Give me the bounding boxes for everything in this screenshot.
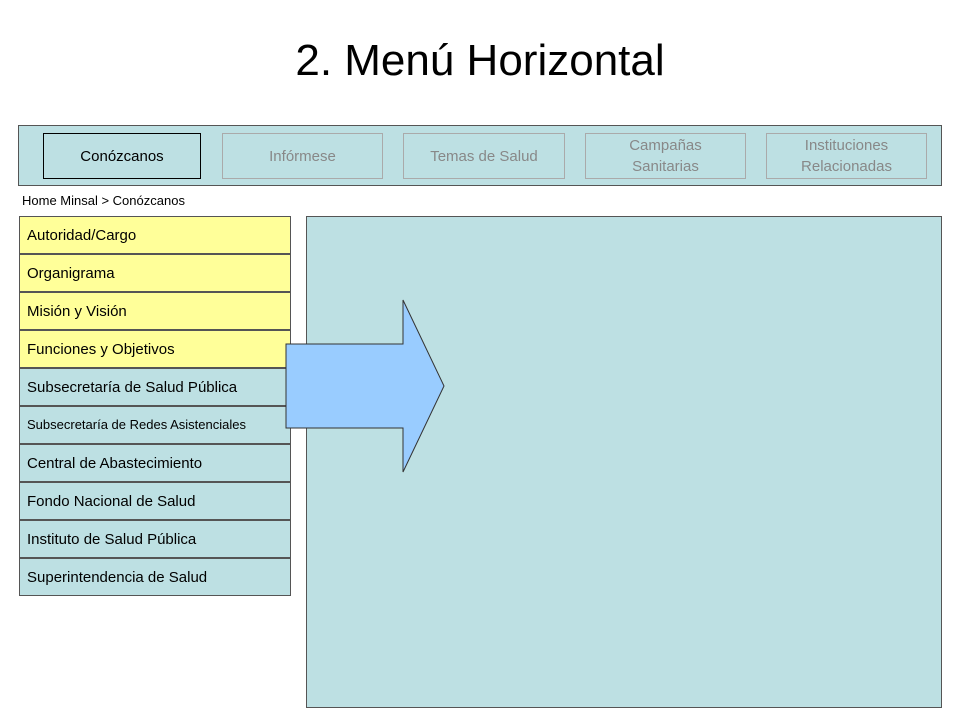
breadcrumb[interactable]: Home Minsal > Conózcanos xyxy=(22,193,185,208)
tab-temas-de-salud[interactable]: Temas de Salud xyxy=(403,133,565,179)
sidebar-item-superintendencia[interactable]: Superintendencia de Salud xyxy=(19,558,291,596)
sidebar-item-autoridad-cargo[interactable]: Autoridad/Cargo xyxy=(19,216,291,254)
horizontal-menu: Conózcanos Infórmese Temas de Salud Camp… xyxy=(18,125,942,186)
content-area xyxy=(306,216,942,708)
sidebar-item-subsecretaria-salud-publica[interactable]: Subsecretaría de Salud Pública xyxy=(19,368,291,406)
tab-campanas-sanitarias[interactable]: Campañas Sanitarias xyxy=(585,133,746,179)
tab-conozcanos[interactable]: Conózcanos xyxy=(43,133,201,179)
sidebar-item-organigrama[interactable]: Organigrama xyxy=(19,254,291,292)
page-title: 2. Menú Horizontal xyxy=(295,36,665,85)
sidebar-item-central-abastecimiento[interactable]: Central de Abastecimiento xyxy=(19,444,291,482)
sidebar-item-mision-vision[interactable]: Misión y Visión xyxy=(19,292,291,330)
sidebar-item-fondo-nacional[interactable]: Fondo Nacional de Salud xyxy=(19,482,291,520)
arrow-shape xyxy=(285,299,445,473)
sidebar-item-funciones-objetivos[interactable]: Funciones y Objetivos xyxy=(19,330,291,368)
tab-instituciones-relacionadas[interactable]: Instituciones Relacionadas xyxy=(766,133,927,179)
sidebar-item-subsecretaria-redes[interactable]: Subsecretaría de Redes Asistenciales xyxy=(19,406,291,444)
sidebar-item-instituto-salud-publica[interactable]: Instituto de Salud Pública xyxy=(19,520,291,558)
tab-informese[interactable]: Infórmese xyxy=(222,133,383,179)
